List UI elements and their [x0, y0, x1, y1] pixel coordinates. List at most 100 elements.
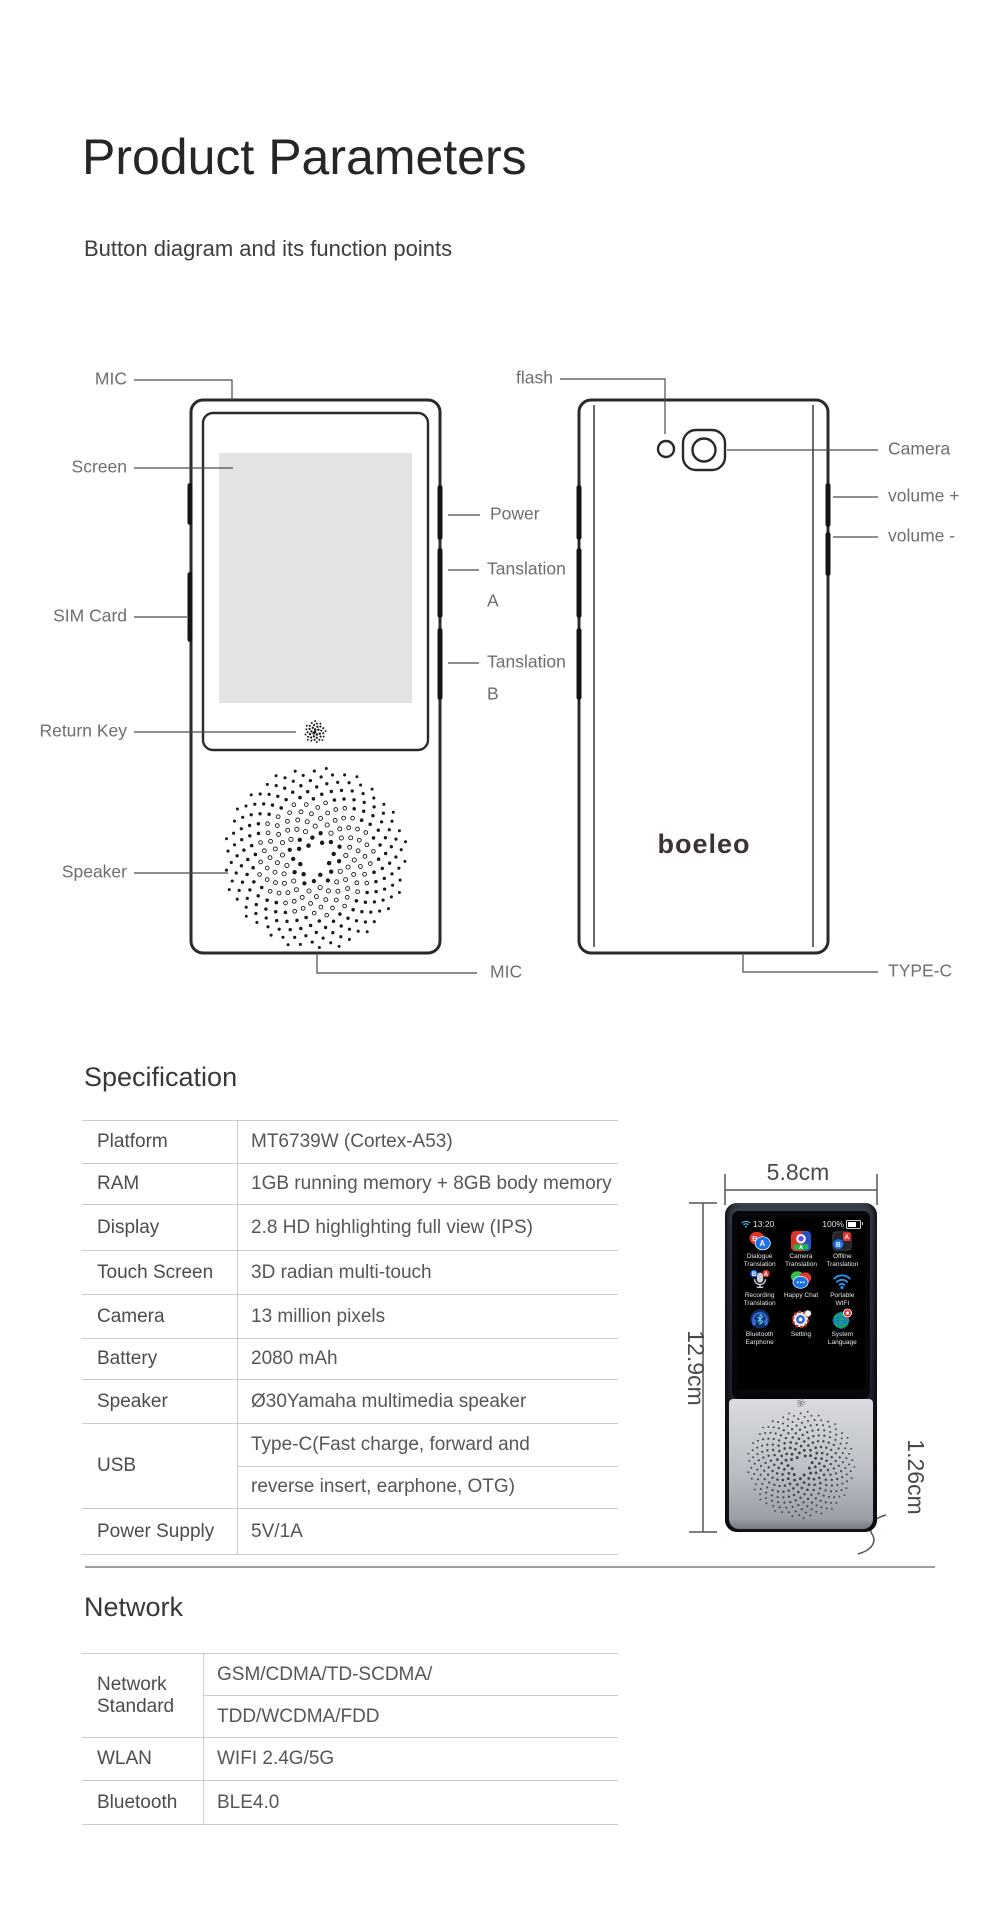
back-left-button-1: [576, 485, 582, 540]
spec-label: Camera: [97, 1305, 165, 1327]
width-dimension: 5.8cm: [767, 1159, 830, 1185]
height-dimension: 12.9cm: [683, 1330, 709, 1405]
net-label: WLAN: [97, 1748, 152, 1769]
net-value: BLE4.0: [217, 1791, 280, 1813]
phone-status-bar: 13:20 100%: [737, 1217, 865, 1229]
network-heading: Network: [84, 1592, 184, 1622]
spec-label: USB: [97, 1455, 137, 1476]
svg-text:B: B: [752, 1272, 757, 1278]
side-button-left-upper: [187, 483, 193, 525]
svg-text:B: B: [752, 1234, 757, 1243]
svg-text:A: A: [845, 1234, 850, 1241]
phone-screen: 13:20 100% B A Dialogue Translation: [737, 1217, 865, 1389]
spec-value: 2080 mAh: [251, 1348, 338, 1369]
app-camera-translation: A Camera Translation: [782, 1230, 820, 1268]
battery-icon: [846, 1219, 863, 1229]
label-mic-top: MIC: [95, 369, 127, 389]
back-left-button-2: [576, 548, 582, 618]
spec-value: Type-C(Fast charge, forward and: [237, 1424, 618, 1467]
specification-table: Platform MT6739W (Cortex-A53) RAM 1GB ru…: [82, 1120, 618, 1555]
phone-speaker-dots: [747, 1410, 856, 1520]
page-title: Product Parameters: [82, 129, 527, 185]
spec-value: 13 million pixels: [251, 1305, 386, 1327]
device-screen-area: [219, 453, 412, 703]
depth-dimension: 1.26cm: [903, 1439, 929, 1514]
svg-text:B: B: [836, 1242, 841, 1249]
speaker-grille-dots: [224, 766, 407, 950]
table-row: Display 2.8 HD highlighting full view (I…: [82, 1205, 618, 1251]
app-portable-wifi: Portable WIFI: [823, 1269, 861, 1307]
camera-lens: [691, 437, 717, 463]
spec-label: Speaker: [97, 1390, 168, 1412]
spec-label: Power Supply: [97, 1520, 215, 1542]
spec-value: 2.8 HD highlighting full view (IPS): [251, 1216, 533, 1238]
phone-app-grid: B A Dialogue Translation A Camera Transl…: [737, 1229, 865, 1347]
setting-icon: [791, 1309, 812, 1329]
page-subtitle: Button diagram and its function points: [84, 236, 453, 261]
svg-text:A: A: [759, 1239, 765, 1248]
net-label: Network: [97, 1673, 167, 1695]
table-row: WLAN WIFI 2.4G/5G: [82, 1738, 618, 1781]
spec-table-divider: [237, 1121, 238, 1555]
label-translation-b-letter: B: [487, 684, 499, 704]
app-dialogue-translation: B A Dialogue Translation: [741, 1230, 779, 1268]
table-row: Battery 2080 mAh: [82, 1339, 618, 1380]
system-language-icon: [832, 1308, 853, 1329]
wifi-icon: [741, 1220, 751, 1228]
volume-down-button: [825, 532, 831, 576]
label-screen: Screen: [72, 457, 127, 477]
net-value: GSM/CDMA/TD-SCDMA/: [203, 1654, 618, 1696]
label-flash: flash: [516, 368, 553, 388]
device-front-view: [187, 398, 443, 955]
table-row: Platform MT6739W (Cortex-A53): [82, 1121, 618, 1164]
portable-wifi-icon: [833, 1274, 852, 1290]
button-diagram: boeleo MIC Screen SIM Card Return Key Sp…: [39, 368, 960, 982]
back-left-button-3: [576, 628, 582, 700]
phone-time: 13:20: [753, 1219, 775, 1229]
dialogue-translation-icon: B A: [749, 1231, 771, 1251]
spec-value: MT6739W (Cortex-A53): [251, 1131, 453, 1152]
spec-value: Ø30Yamaha multimedia speaker: [251, 1390, 527, 1412]
spec-label: Battery: [97, 1348, 158, 1369]
spec-label: RAM: [97, 1173, 140, 1194]
sim-card-slot: [187, 572, 193, 642]
app-offline-translation: A B Offline Translation: [823, 1230, 861, 1268]
recording-translation-icon: B A: [750, 1269, 770, 1289]
phone-speaker-section: [729, 1399, 873, 1529]
table-row: Bluetooth BLE4.0: [82, 1781, 618, 1825]
net-value: WIFI 2.4G/5G: [217, 1748, 335, 1769]
table-row: Touch Screen 3D radian multi-touch: [82, 1251, 618, 1295]
svg-text:A: A: [799, 1245, 803, 1251]
label-translation-a: Tanslation: [487, 559, 566, 579]
svg-text:A: A: [763, 1272, 768, 1278]
label-translation-b: Tanslation: [487, 652, 566, 672]
table-row: Speaker Ø30Yamaha multimedia speaker: [82, 1380, 618, 1424]
spec-value: 3D radian multi-touch: [251, 1261, 432, 1283]
spec-label: Display: [97, 1216, 160, 1238]
net-value: TDD/WCDMA/FDD: [217, 1705, 380, 1727]
dimension-annotations: 5.8cm 12.9cm 1.26cm: [683, 1159, 929, 1555]
translation-b-button: [437, 628, 443, 700]
table-row: RAM 1GB running memory + 8GB body memory: [82, 1164, 618, 1205]
phone-screen-bezel: 13:20 100% B A Dialogue Translation: [732, 1211, 870, 1399]
boeleo-logo: boeleo: [657, 829, 750, 859]
label-mic-bottom: MIC: [490, 962, 522, 982]
spec-label: Touch Screen: [97, 1261, 214, 1283]
app-setting: Setting: [782, 1308, 820, 1346]
specification-heading: Specification: [84, 1062, 238, 1092]
label-camera: Camera: [888, 439, 951, 459]
label-volume-down: volume -: [888, 526, 955, 546]
spec-label: Platform: [97, 1131, 168, 1152]
spec-value: 5V/1A: [251, 1520, 303, 1542]
callout-lines: [134, 378, 878, 974]
camera-translation-icon: A: [790, 1230, 812, 1252]
power-button: [437, 485, 443, 540]
flash-led: [656, 439, 676, 459]
return-key-icon: [304, 720, 327, 743]
bluetooth-earphone-icon: [750, 1309, 770, 1329]
phone-battery-percent: 100%: [822, 1219, 844, 1229]
table-row-network-standard: Network Standard GSM/CDMA/TD-SCDMA/ TDD/…: [82, 1654, 618, 1738]
net-label: Standard: [97, 1695, 175, 1717]
label-volume-up: volume +: [888, 486, 960, 506]
